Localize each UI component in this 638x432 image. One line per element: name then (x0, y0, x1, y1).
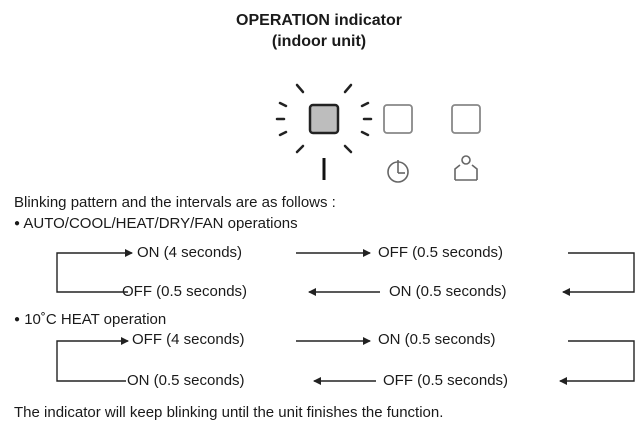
s2-bottom-left: ON (0.5 seconds) (127, 372, 245, 389)
section-2-label: ● 10˚C HEAT operation (14, 311, 167, 328)
s1-left-loop (56, 249, 133, 293)
s1-bottom-left: OFF (0.5 seconds) (122, 283, 248, 300)
operation-led-icon (275, 83, 373, 180)
diagram-title: OPERATION indicator (236, 12, 402, 29)
indicator-panel (275, 83, 481, 183)
s2-left-loop (56, 337, 129, 382)
eco-led-icon (451, 104, 481, 181)
bullet-icon: ● (14, 314, 21, 325)
footer-note: The indicator will keep blinking until t… (14, 404, 444, 421)
s2-right-loop (559, 340, 635, 385)
s2-top-left: OFF (4 seconds) (132, 331, 245, 348)
s2-top-right: ON (0.5 seconds) (378, 331, 496, 348)
s1-right-loop (562, 252, 635, 296)
s1-top-right: OFF (0.5 seconds) (378, 244, 504, 261)
diagram-subtitle: (indoor unit) (271, 33, 367, 50)
s1-top-left: ON (4 seconds) (137, 244, 243, 261)
intro-text: Blinking pattern and the intervals are a… (14, 194, 336, 211)
section-1-label: ● AUTO/COOL/HEAT/DRY/FAN operations (14, 215, 298, 232)
timer-led-icon (383, 104, 413, 183)
s1-bottom-right: ON (0.5 seconds) (389, 283, 507, 300)
bullet-icon: ● (14, 218, 21, 229)
s2-bottom-right: OFF (0.5 seconds) (383, 372, 509, 389)
